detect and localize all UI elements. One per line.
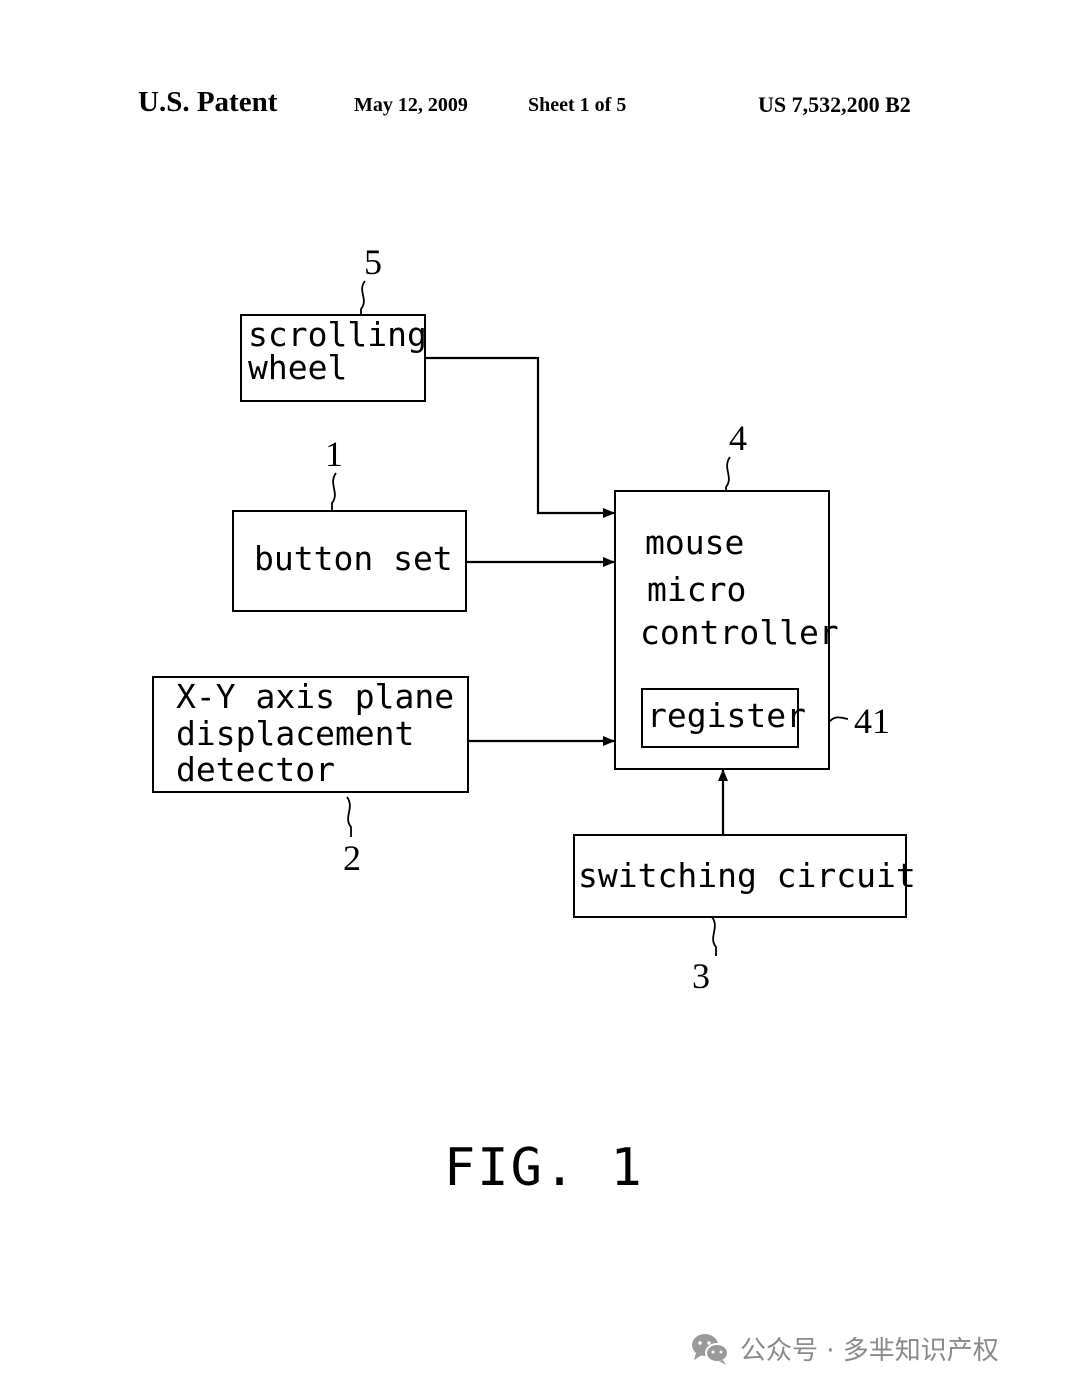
displacement-detector-label-line2: displacement [176, 714, 415, 753]
switching-circuit-label: switching circuit [578, 856, 916, 895]
connector-scrolling-wheel [426, 356, 615, 518]
switching-circuit-block [573, 834, 907, 918]
displacement-detector-label-line3: detector [176, 750, 335, 789]
micro-controller-label-line2: micro [647, 570, 747, 609]
displacement-detector-block [152, 676, 469, 793]
scrolling-wheel-label-line2: wheel [248, 348, 348, 387]
button-set-block [232, 510, 467, 612]
leader-ref-1 [331, 472, 337, 511]
watermark-text: 公众号 · 多芈知识产权 [740, 1336, 999, 1366]
micro-controller-label-line3: controller [640, 613, 839, 652]
watermark: 公众号 · 多芈知识产权 [690, 1330, 999, 1367]
register-block [641, 688, 799, 748]
patent-number: US 7,532,200 B2 [758, 92, 911, 117]
wechat-icon [692, 1333, 729, 1365]
button-set-label: button set [254, 539, 453, 578]
leader-ref-5 [360, 280, 366, 315]
leader-ref-3 [711, 916, 717, 956]
patent-date: May 12, 2009 [354, 94, 468, 116]
sheet-indicator: Sheet 1 of 5 [528, 94, 627, 116]
displacement-detector-label-line1: X-Y axis plane [176, 677, 455, 716]
leader-ref-2 [346, 796, 352, 837]
ref-number-1: 1 [325, 434, 343, 474]
leader-ref-4 [725, 456, 731, 491]
patent-title: U.S. Patent [138, 86, 278, 118]
ref-number-41: 41 [854, 701, 890, 741]
ref-number-5: 5 [364, 242, 382, 282]
ref-number-2: 2 [343, 838, 361, 878]
figure-label: FIG. 1 [444, 1138, 644, 1198]
register-label: register [647, 696, 806, 735]
micro-controller-label-line1: mouse [645, 523, 745, 562]
scrolling-wheel-block [240, 314, 426, 402]
ref-number-3: 3 [692, 956, 710, 996]
ref-number-4: 4 [729, 418, 747, 458]
scrolling-wheel-label-line1: scrolling [248, 315, 427, 354]
